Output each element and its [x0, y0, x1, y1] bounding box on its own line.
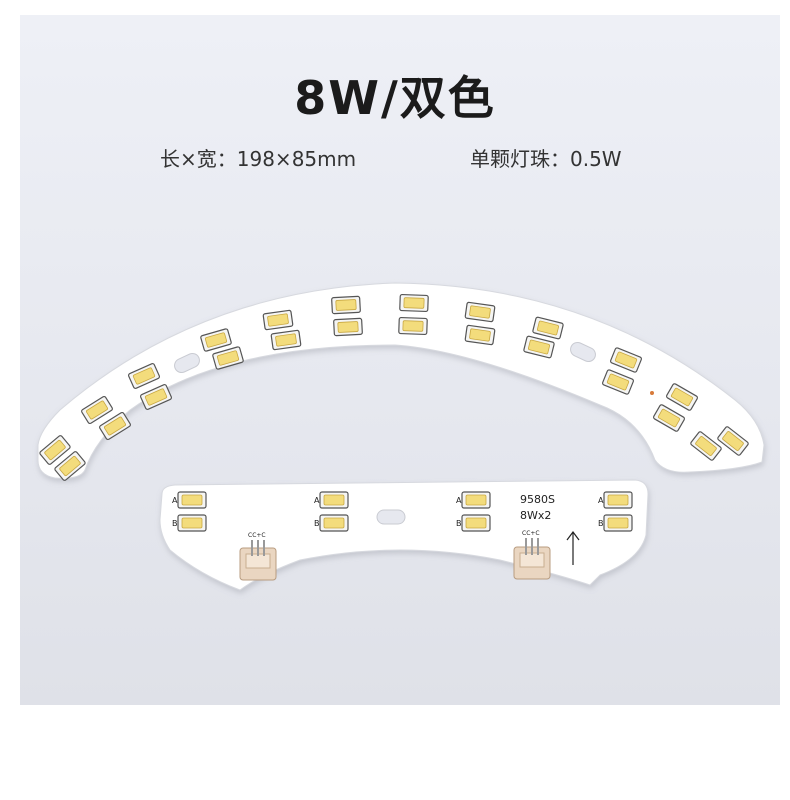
led-power-spec: 单颗灯珠：0.5W [470, 147, 622, 171]
connector-pin-label: CC+C [522, 530, 540, 537]
channel-a-label: A [172, 496, 178, 505]
product-title: 8W/双色 [294, 71, 496, 125]
channel-a-label: A [598, 496, 604, 505]
led-strip-row [177, 491, 633, 532]
dimension-spec: 长×宽：198×85mm [160, 147, 357, 171]
led-inner-row [54, 316, 722, 481]
mounting-slot [376, 509, 406, 525]
mounting-slot [570, 341, 596, 363]
mounting-slot [174, 352, 200, 374]
channel-b-label: B [598, 519, 604, 528]
connector-right: CC+C [513, 530, 551, 580]
solder-dot [650, 391, 654, 395]
channel-a-label: A [456, 496, 462, 505]
channel-b-label: B [456, 519, 462, 528]
channel-a-label: A [314, 496, 320, 505]
board-model-label: 9580S [520, 493, 555, 506]
connector-left: CC+C [239, 532, 277, 581]
board-rating-label: 8Wx2 [520, 509, 551, 522]
led-outer-row [39, 293, 749, 465]
direction-arrow-icon [566, 531, 580, 565]
channel-b-label: B [314, 519, 320, 528]
channel-b-label: B [172, 519, 178, 528]
connector-pin-label: CC+C [248, 532, 266, 539]
